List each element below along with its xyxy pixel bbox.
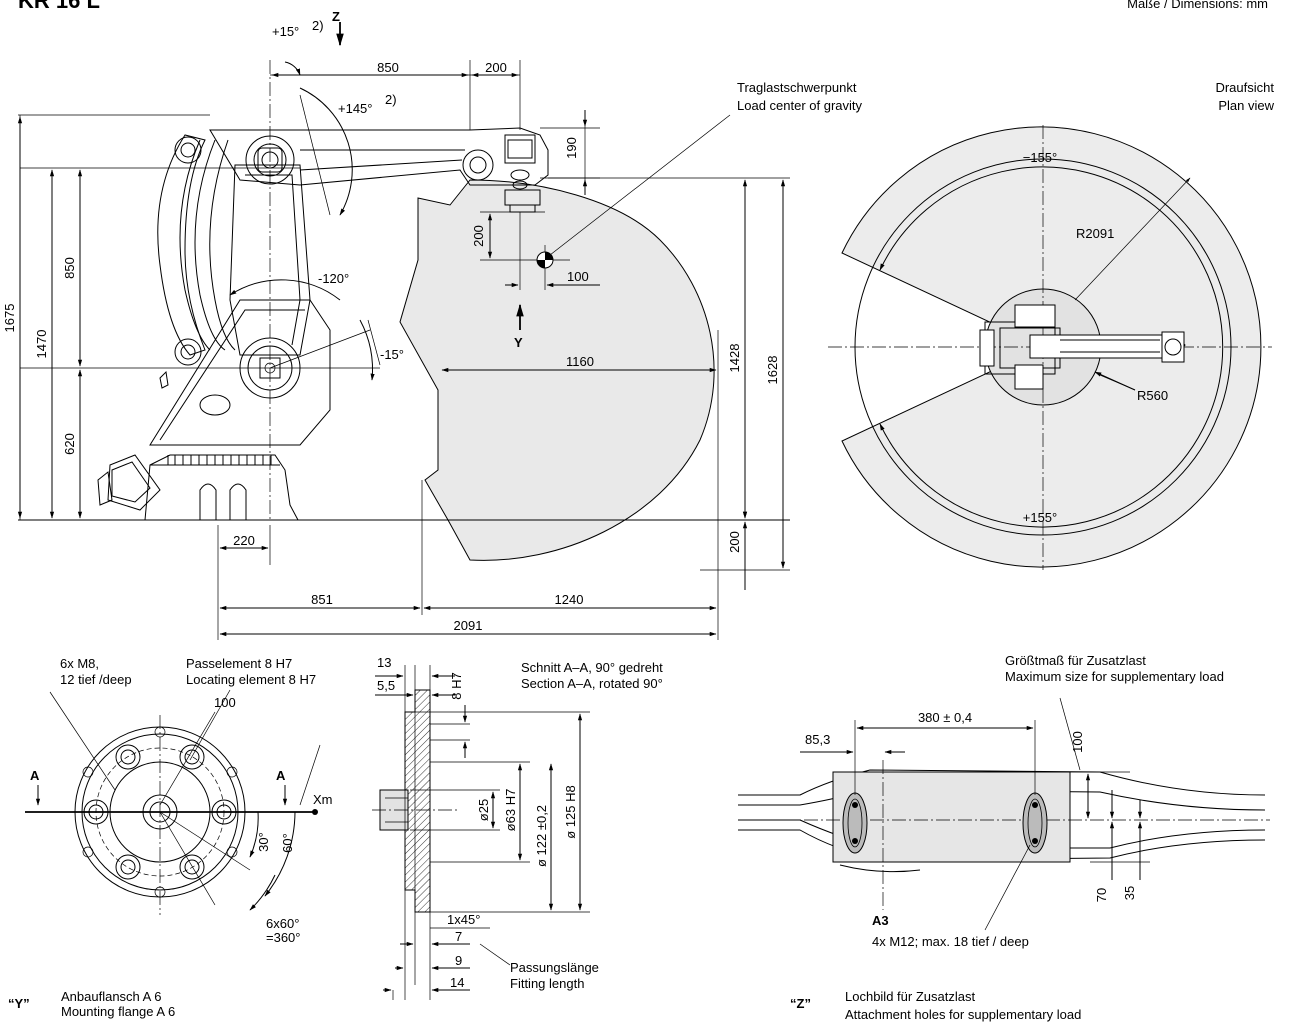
load-label-de: Traglastschwerpunkt [737,80,857,95]
z-title-en: Attachment holes for supplementary load [845,1007,1081,1022]
robot-upper-arm [209,127,549,213]
load-label-en: Load center of gravity [737,98,863,113]
z-max-de: Größtmaß für Zusatzlast [1005,653,1146,668]
dim-100-load: 100 [567,269,589,284]
plan-title-de: Draufsicht [1215,80,1274,95]
z-dim-85-3: 85,3 [805,732,830,747]
dim-200-load: 200 [471,225,486,247]
flange-angle-30: 30° [256,832,271,852]
side-view [17,22,790,640]
robot-base [97,454,299,521]
section-marker-right: A [276,768,286,783]
section-dim-25: ø25 [476,799,491,821]
dim-1428: 1428 [727,344,742,373]
section-dim-8h7: 8 H7 [449,672,464,699]
section-dim-63: ø63 H7 [503,789,518,832]
flange-view [25,689,321,915]
section-view [372,665,590,1000]
dim-220: 220 [233,533,255,548]
robot-column [149,299,331,446]
dim-2091: 2091 [454,618,483,633]
section-dim-7: 7 [455,929,462,944]
flange-thread-2: 12 tief /deep [60,672,132,687]
flange-view-letter: “Y” [8,996,30,1011]
footnote-a5-down: 2) [385,92,397,107]
z-dim-380: 380 ± 0,4 [918,710,972,725]
section-title-en: Section A–A, rotated 90° [521,676,663,691]
flange-angle-60: 60° [280,833,295,853]
section-fit-de: Passungslänge [510,960,599,975]
flange-passelement-de: Passelement 8 H7 [186,656,292,671]
z-dim-100: 100 [1070,731,1085,753]
flange-pattern-1: 6x60° [266,916,299,931]
flange-dim-100: 100 [214,695,236,710]
dim-850-top: 850 [377,60,399,75]
z-view-letter: “Z” [790,996,811,1011]
flange-thread-1: 6x M8, [60,656,99,671]
z-view [738,697,1270,931]
angle-a5-down: +145° [338,101,372,116]
section-dim-122: ø 122 ±0,2 [534,805,549,867]
dim-190: 190 [564,137,579,159]
dim-1628: 1628 [765,356,780,385]
plan-radius-outer: R2091 [1076,226,1114,241]
model-title: KR 16 L [18,0,100,13]
z-title-de: Lochbild für Zusatzlast [845,989,975,1004]
section-chamfer: 1x45° [447,912,480,927]
z-a3-label: A3 [872,913,889,928]
section-dim-13: 13 [377,655,391,670]
plan-angle-neg: −155° [1023,150,1057,165]
z-marker: Z [332,9,340,24]
dim-850-left: 850 [62,257,77,279]
z-max-en: Maximum size for supplementary load [1005,669,1224,684]
flange-title-de: Anbauflansch A 6 [61,989,161,1004]
angle-a3-down: -15° [380,347,404,362]
dim-851: 851 [311,592,333,607]
angle-a5-up: +15° [272,24,299,39]
dim-1675: 1675 [2,304,17,333]
flange-pattern-2: =360° [266,930,300,945]
plan-view [828,125,1272,570]
flange-title-en: Mounting flange A 6 [61,1004,175,1019]
flange-passelement-en: Locating element 8 H7 [186,672,316,687]
dim-200-top: 200 [485,60,507,75]
section-fit-en: Fitting length [510,976,584,991]
z-holes-label: 4x M12; max. 18 tief / deep [872,934,1029,949]
section-dim-9: 9 [455,953,462,968]
dim-1240: 1240 [555,592,584,607]
y-marker: Y [514,335,523,350]
plan-angle-pos: +155° [1023,510,1057,525]
section-dim-125: ø 125 H8 [563,785,578,838]
section-dim-5-5: 5,5 [377,678,395,693]
section-title-de: Schnitt A–A, 90° gedreht [521,660,663,675]
robot-counterweight [157,134,236,389]
plan-title-en: Plan view [1218,98,1274,113]
plan-robot [979,304,1186,390]
plan-radius-inner: R560 [1137,388,1168,403]
z-dim-70: 70 [1094,888,1109,902]
footnote-a5-up: 2) [312,18,324,33]
section-dim-14: 14 [450,975,464,990]
flange-xm: Xm [313,792,333,807]
dim-1160: 1160 [566,354,594,369]
z-dim-35: 35 [1122,886,1137,900]
dim-1470: 1470 [34,330,49,359]
section-marker-left: A [30,768,40,783]
units-label: Maße / Dimensions: mm [1127,0,1268,11]
dim-200-bottom: 200 [727,531,742,553]
dim-620: 620 [62,433,77,455]
angle-a3-up: -120° [318,271,349,286]
